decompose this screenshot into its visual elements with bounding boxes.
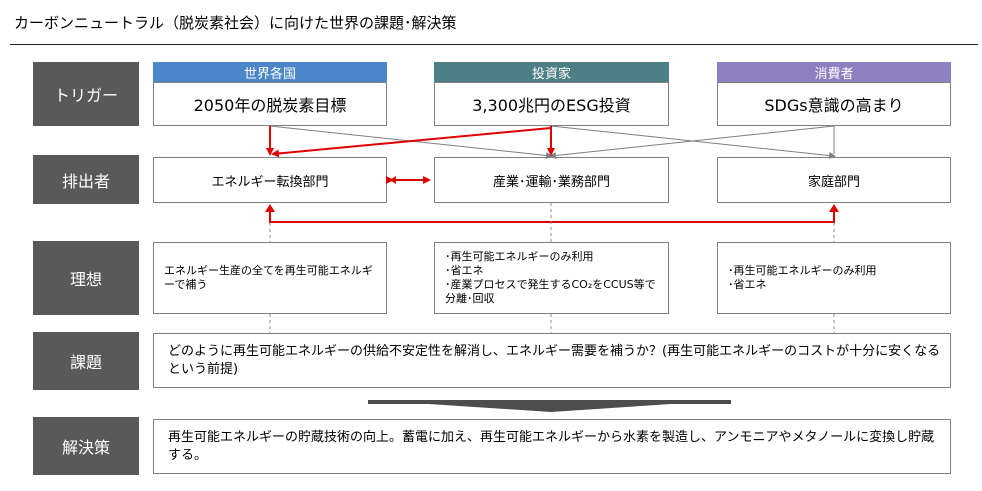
- red-bottom-bracket: [269, 208, 835, 223]
- trigger-investors-box: 3,300兆円のESG投資: [434, 82, 669, 126]
- ideal-energy-text: エネルギー生産の全てを再生可能エネルギーで補う: [164, 264, 373, 291]
- emitter-household-box: 家庭部門: [717, 157, 951, 203]
- trigger-countries-box: 2050年の脱炭素目標: [153, 82, 387, 126]
- trigger-header-countries: 世界各国: [153, 62, 387, 82]
- red-double-arrow-left-head: [390, 176, 396, 184]
- row-label-ideal: 理想: [33, 241, 139, 315]
- list-item: ･産業プロセスで発生するCO₂をCCUS等で分離･回収: [445, 278, 656, 305]
- row-label-issue: 課題: [33, 332, 139, 390]
- row-label-emitter: 排出者: [33, 155, 139, 204]
- issue-box: どのように再生可能エネルギーの供給不安定性を解消し、エネルギー需要を補うか？(再…: [153, 333, 951, 388]
- emitter-industry-box: 産業･運輸･業務部門: [434, 157, 669, 203]
- link-consumers-to-industry: [549, 125, 835, 159]
- list-item: ･再生可能エネルギーのみ利用: [445, 250, 594, 263]
- title-divider: [10, 44, 978, 45]
- down-arrow-banner-top: [368, 400, 731, 404]
- row-label-solution: 解決策: [33, 417, 139, 475]
- red-bracket-left-head: [265, 204, 275, 212]
- red-bracket-right-head: [829, 204, 839, 212]
- red-trigger-links: [266, 126, 555, 158]
- ideal-industry-list: ･再生可能エネルギーのみ利用 ･省エネ ･産業プロセスで発生するCO₂をCCUS…: [445, 250, 660, 306]
- red-investors-to-energy: [271, 127, 552, 158]
- ideal-household-box: ･再生可能エネルギーのみ利用 ･省エネ: [717, 242, 951, 314]
- list-item: ･再生可能エネルギーのみ利用: [728, 264, 877, 277]
- emitter-energy-box: エネルギー転換部門: [153, 157, 387, 203]
- ideal-household-list: ･再生可能エネルギーのみ利用 ･省エネ: [728, 264, 877, 292]
- list-item: ･省エネ: [728, 278, 767, 291]
- dashed-guides: [269, 203, 835, 333]
- trigger-consumers-box: SDGs意識の高まり: [717, 82, 951, 126]
- trigger-header-investors: 投資家: [434, 62, 669, 82]
- solution-box: 再生可能エネルギーの貯蔵技術の向上。蓄電に加え、再生可能エネルギーから水素を製造…: [153, 419, 951, 474]
- list-item: ･省エネ: [445, 264, 484, 277]
- ideal-energy-box: エネルギー生産の全てを再生可能エネルギーで補う: [153, 242, 387, 314]
- ideal-industry-box: ･再生可能エネルギーのみ利用 ･省エネ ･産業プロセスで発生するCO₂をCCUS…: [434, 242, 669, 314]
- page-title: カーボンニュートラル（脱炭素社会）に向けた世界の課題･解決策: [14, 14, 457, 32]
- trigger-header-consumers: 消費者: [717, 62, 951, 82]
- row-label-trigger: トリガー: [33, 62, 139, 126]
